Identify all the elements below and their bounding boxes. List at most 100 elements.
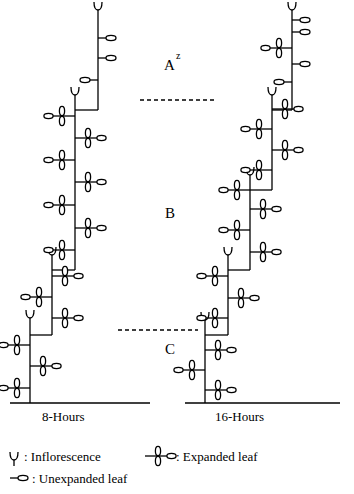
stem-line (51, 255, 52, 335)
leaflet (97, 225, 106, 230)
photoperiod-label: 8-Hours (42, 410, 85, 423)
leaflet (62, 276, 67, 285)
region-label: A (164, 58, 175, 73)
leaf-petiole (272, 108, 294, 109)
leaflet (282, 109, 287, 118)
leaflet (85, 182, 90, 191)
leaflet (189, 360, 194, 369)
leaflet (59, 116, 64, 125)
leaf-petiole (250, 128, 272, 129)
leaflet (260, 242, 265, 251)
leaflet (282, 99, 287, 108)
photoperiod-label: 16-Hours (215, 410, 264, 423)
leaflet (59, 195, 64, 204)
leaflet (36, 297, 41, 306)
leaflet (260, 252, 265, 261)
region-label-superscript: z (176, 51, 180, 61)
leaf-petiole (292, 19, 300, 20)
leaf-petiole (8, 344, 30, 345)
leaf-petiole (284, 81, 292, 82)
leaf-petiole (98, 57, 106, 58)
stem-line (249, 175, 250, 270)
leaflet (62, 318, 67, 327)
leaflet (74, 315, 83, 320)
leaflet (44, 157, 53, 162)
leaf-petiole (206, 317, 228, 318)
leaf-petiole (228, 297, 250, 298)
leaflet (14, 378, 19, 387)
leaflet (256, 119, 261, 128)
leaflet (272, 249, 281, 254)
unexpanded-leaf (300, 17, 310, 22)
leaflet (155, 456, 160, 465)
unexpanded-leaf (106, 55, 116, 60)
leaf-petiole (250, 208, 272, 209)
leaflet (14, 335, 19, 344)
leaflet (234, 230, 239, 239)
leaf-petiole (53, 159, 75, 160)
leaflet (44, 113, 53, 118)
leaflet (260, 199, 265, 208)
leaf-petiole (53, 115, 75, 116)
leaflet (59, 240, 64, 249)
leaflet (62, 308, 67, 317)
leaflet (276, 38, 281, 47)
leaf-petiole (206, 275, 228, 276)
ground-line (185, 402, 340, 403)
leaflet (85, 218, 90, 227)
unexpanded-leaf (18, 475, 28, 480)
unexpanded-leaf (106, 35, 116, 40)
leaflet (155, 446, 160, 455)
leaflet (59, 250, 64, 259)
leaf-petiole (270, 47, 292, 48)
leaf-petiole (53, 204, 75, 205)
leaflet (234, 220, 239, 229)
region-boundary (140, 99, 215, 100)
leaflet (282, 150, 287, 159)
leaflet (215, 390, 220, 399)
leaf-petiole (250, 169, 272, 170)
leaflet (227, 347, 236, 352)
leaf-petiole (183, 369, 205, 370)
leaf-petiole (228, 229, 250, 230)
leaflet (74, 273, 83, 278)
leaf-petiole (205, 389, 227, 390)
leaflet (215, 350, 220, 359)
legend-text: : Expanded leaf (176, 450, 258, 463)
leaf-petiole (75, 181, 97, 182)
unexpanded-leaf (80, 77, 90, 82)
leaflet (44, 247, 53, 252)
leaflet (14, 345, 19, 354)
stem-line (97, 10, 98, 110)
leaflet (234, 190, 239, 199)
leaflet (256, 160, 261, 169)
inflorescence-symbol (71, 87, 79, 95)
ground-line (10, 402, 150, 403)
leaflet (85, 128, 90, 137)
legend-sample (13, 460, 14, 466)
leaf-petiole (75, 137, 97, 138)
stem-line (228, 269, 250, 270)
leaf-petiole (250, 251, 272, 252)
inflorescence-symbol (288, 2, 296, 10)
leaflet (294, 147, 303, 152)
leaflet (238, 288, 243, 297)
leaflet (189, 370, 194, 379)
unexpanded-leaf (274, 79, 284, 84)
leaflet (62, 266, 67, 275)
leaf-petiole (10, 477, 18, 478)
leaf-petiole (52, 275, 74, 276)
leaflet (250, 295, 259, 300)
leaflet (212, 266, 217, 275)
leaflet (272, 206, 281, 211)
leaflet (261, 45, 270, 50)
leaflet (85, 172, 90, 181)
leaf-petiole (205, 349, 227, 350)
unexpanded-leaf (300, 29, 310, 34)
leaflet (59, 160, 64, 169)
leaflet (59, 205, 64, 214)
leaflet (241, 167, 250, 172)
region-label: B (165, 206, 175, 221)
leaflet (21, 294, 30, 299)
leaflet (219, 187, 228, 192)
